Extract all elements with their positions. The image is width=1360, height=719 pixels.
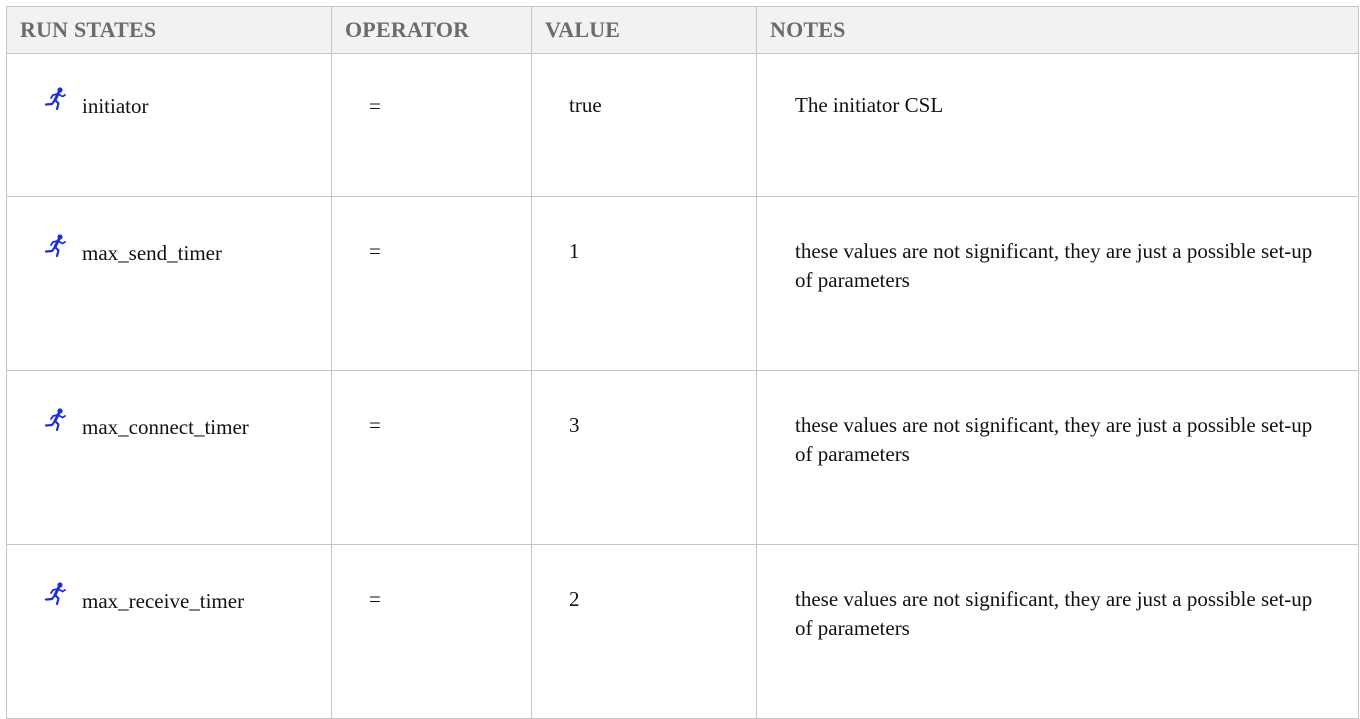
table-row: max_receive_timer = 2 these values are n… — [6, 544, 1359, 719]
header-notes: NOTES — [756, 6, 1359, 54]
notes-cell: these values are not significant, they a… — [756, 196, 1359, 371]
operator-cell: = — [331, 53, 532, 197]
value-cell: 3 — [531, 370, 757, 545]
table-row: max_connect_timer = 3 these values are n… — [6, 370, 1359, 545]
state-cell: max_send_timer — [6, 196, 332, 371]
state-cell: max_receive_timer — [6, 544, 332, 719]
notes-cell: these values are not significant, they a… — [756, 370, 1359, 545]
header-run-states: RUN STATES — [6, 6, 332, 54]
table-row: max_send_timer = 1 these values are not … — [6, 196, 1359, 371]
state-cell: initiator — [6, 53, 332, 197]
running-person-icon — [43, 233, 69, 259]
value-cell: 2 — [531, 544, 757, 719]
state-name: max_receive_timer — [82, 589, 245, 613]
run-states-table: RUN STATES OPERATOR VALUE NOTES — [6, 6, 1359, 719]
notes-cell: The initiator CSL — [756, 53, 1359, 197]
operator-cell: = — [331, 370, 532, 545]
state-name: initiator — [82, 94, 149, 118]
value-cell: true — [531, 53, 757, 197]
operator-cell: = — [331, 196, 532, 371]
running-person-icon — [43, 86, 69, 112]
header-operator: OPERATOR — [331, 6, 532, 54]
state-cell: max_connect_timer — [6, 370, 332, 545]
header-value: VALUE — [531, 6, 757, 54]
running-person-icon — [43, 407, 69, 433]
operator-cell: = — [331, 544, 532, 719]
running-person-icon — [43, 581, 69, 607]
state-name: max_connect_timer — [82, 415, 249, 439]
state-name: max_send_timer — [82, 241, 222, 265]
notes-cell: these values are not significant, they a… — [756, 544, 1359, 719]
header-row: RUN STATES OPERATOR VALUE NOTES — [6, 6, 1359, 54]
table-row: initiator = true The initiator CSL — [6, 53, 1359, 197]
value-cell: 1 — [531, 196, 757, 371]
